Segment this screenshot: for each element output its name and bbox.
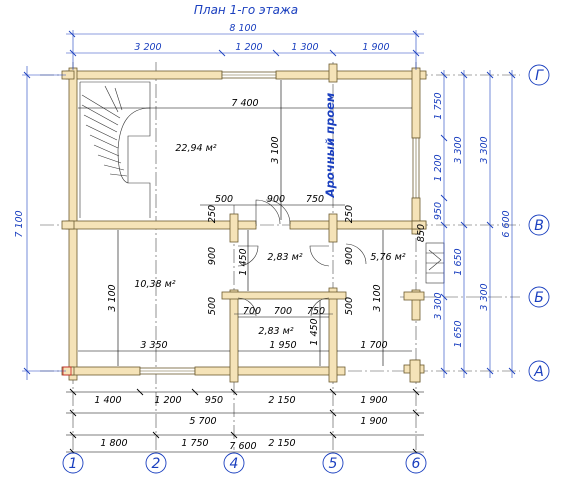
svg-text:1 650: 1 650 bbox=[453, 320, 464, 347]
dimension-lines bbox=[22, 30, 516, 456]
svg-text:Б: Б bbox=[534, 290, 544, 306]
axis-bubble-2: 2 bbox=[145, 452, 167, 474]
svg-text:2,83 м²: 2,83 м² bbox=[267, 252, 302, 263]
svg-text:250: 250 bbox=[344, 205, 355, 223]
svg-text:7 100: 7 100 bbox=[14, 210, 25, 237]
svg-text:1 200: 1 200 bbox=[154, 395, 181, 406]
svg-text:Г: Г bbox=[535, 68, 544, 84]
svg-text:1 450: 1 450 bbox=[309, 318, 320, 345]
svg-text:В: В bbox=[534, 218, 544, 234]
svg-text:1 200: 1 200 bbox=[235, 42, 262, 53]
svg-text:3 300: 3 300 bbox=[433, 292, 444, 319]
svg-text:1 750: 1 750 bbox=[181, 438, 208, 449]
door-swings bbox=[234, 199, 367, 317]
walls bbox=[61, 63, 427, 383]
svg-text:6 600: 6 600 bbox=[501, 210, 512, 237]
axis-bubble-v: В bbox=[528, 214, 550, 236]
svg-text:7 600: 7 600 bbox=[229, 441, 256, 452]
svg-text:5,76 м²: 5,76 м² bbox=[370, 252, 405, 263]
svg-text:3 100: 3 100 bbox=[270, 136, 281, 163]
svg-text:3 100: 3 100 bbox=[107, 284, 118, 311]
svg-text:3 350: 3 350 bbox=[140, 340, 167, 351]
svg-text:4: 4 bbox=[230, 456, 239, 472]
svg-text:3 300: 3 300 bbox=[453, 136, 464, 163]
axis-bubble-6: 6 bbox=[405, 452, 427, 474]
svg-text:1 650: 1 650 bbox=[453, 248, 464, 275]
svg-text:1 750: 1 750 bbox=[433, 92, 444, 119]
svg-text:500: 500 bbox=[215, 194, 233, 205]
svg-text:1 800: 1 800 bbox=[100, 438, 127, 449]
svg-text:2: 2 bbox=[152, 456, 161, 472]
svg-text:3 300: 3 300 bbox=[479, 283, 490, 310]
svg-text:5 700: 5 700 bbox=[189, 416, 216, 427]
svg-text:7 400: 7 400 bbox=[231, 98, 258, 109]
svg-text:850: 850 bbox=[416, 224, 427, 242]
svg-text:1 200: 1 200 bbox=[433, 154, 444, 181]
svg-text:6: 6 bbox=[412, 456, 421, 472]
svg-text:500: 500 bbox=[207, 297, 218, 315]
svg-text:950: 950 bbox=[205, 395, 223, 406]
svg-text:700: 700 bbox=[243, 306, 261, 317]
origin-marker bbox=[62, 366, 72, 376]
porch-stair bbox=[425, 242, 445, 284]
svg-text:750: 750 bbox=[307, 306, 325, 317]
svg-text:1: 1 bbox=[69, 456, 78, 472]
svg-text:950: 950 bbox=[433, 202, 444, 220]
axis-bubble-b: Б bbox=[528, 286, 550, 308]
room-areas: 22,94 м² 10,38 м² 2,83 м² 2,83 м² 5,76 м… bbox=[134, 143, 405, 337]
svg-text:1 450: 1 450 bbox=[238, 248, 249, 275]
svg-text:500: 500 bbox=[344, 297, 355, 315]
svg-text:2 150: 2 150 bbox=[268, 395, 295, 406]
svg-text:250: 250 bbox=[207, 205, 218, 223]
svg-text:900: 900 bbox=[207, 247, 218, 265]
plan-title: План 1-го этажа bbox=[194, 3, 298, 17]
svg-text:10,38 м²: 10,38 м² bbox=[134, 279, 175, 290]
axis-bubble-1: 1 bbox=[62, 452, 84, 474]
svg-text:3 100: 3 100 bbox=[372, 284, 383, 311]
svg-text:А: А bbox=[533, 364, 544, 380]
svg-text:3 300: 3 300 bbox=[479, 136, 490, 163]
svg-text:900: 900 bbox=[344, 247, 355, 265]
arch-opening-label: Арочный проем bbox=[323, 92, 337, 198]
axis-bubble-a: А bbox=[528, 360, 550, 382]
axis-bubbles: 1 2 4 5 6 Г В Б bbox=[62, 64, 550, 474]
svg-text:1 400: 1 400 bbox=[94, 395, 121, 406]
svg-text:1 700: 1 700 bbox=[360, 340, 387, 351]
svg-text:2 150: 2 150 bbox=[268, 438, 295, 449]
axis-bubble-g: Г bbox=[528, 64, 550, 86]
svg-text:1 900: 1 900 bbox=[360, 416, 387, 427]
svg-text:700: 700 bbox=[274, 306, 292, 317]
svg-text:22,94 м²: 22,94 м² bbox=[175, 143, 216, 154]
svg-text:8 100: 8 100 bbox=[229, 23, 256, 34]
dimension-texts: 8 100 3 200 1 200 1 300 1 900 7 100 1 75… bbox=[14, 23, 512, 452]
svg-text:1 900: 1 900 bbox=[360, 395, 387, 406]
axis-bubble-5: 5 bbox=[322, 452, 344, 474]
staircase bbox=[79, 81, 151, 218]
svg-text:1 900: 1 900 bbox=[362, 42, 389, 53]
svg-text:750: 750 bbox=[306, 194, 324, 205]
axis-bubble-4: 4 bbox=[223, 452, 245, 474]
svg-text:3 200: 3 200 bbox=[134, 42, 161, 53]
svg-text:1 950: 1 950 bbox=[269, 340, 296, 351]
svg-text:5: 5 bbox=[329, 456, 338, 472]
svg-text:1 300: 1 300 bbox=[291, 42, 318, 53]
svg-text:2,83 м²: 2,83 м² bbox=[258, 326, 293, 337]
svg-text:900: 900 bbox=[267, 194, 285, 205]
